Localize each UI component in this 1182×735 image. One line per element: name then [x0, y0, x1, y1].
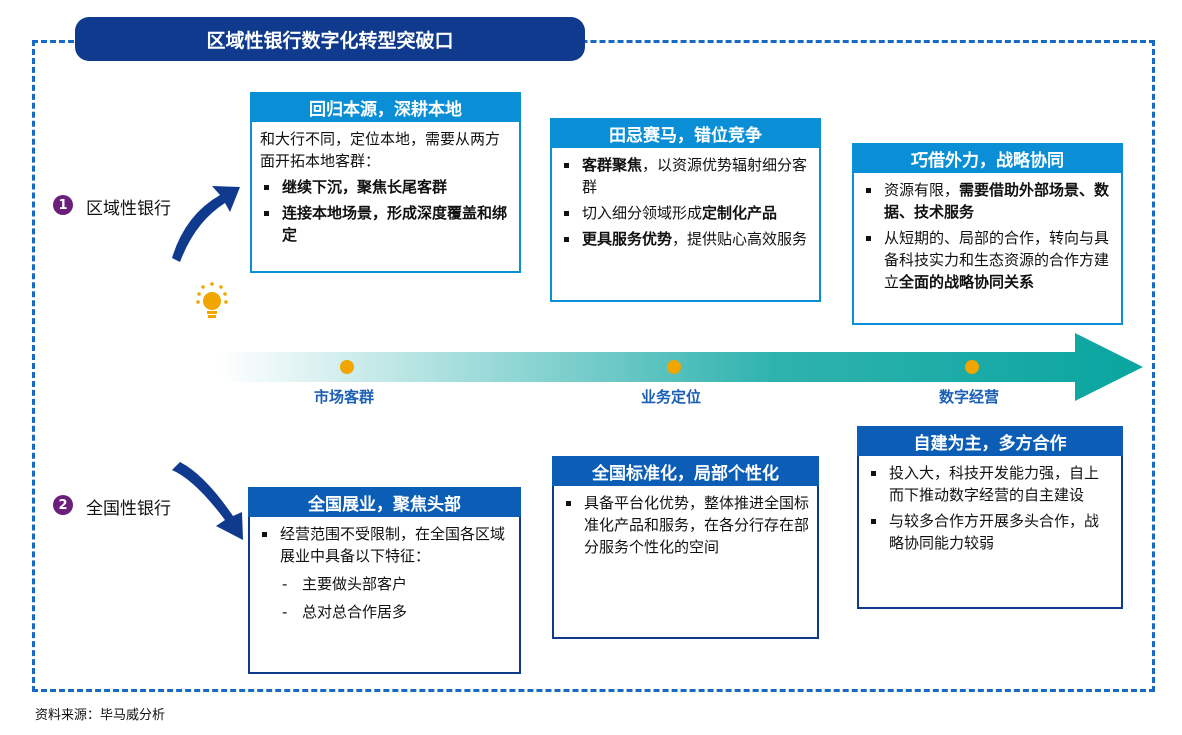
stage-label: 业务定位: [640, 388, 702, 406]
down-arrow-icon: [172, 462, 243, 540]
card-title: 田忌赛马，错位竞争: [550, 118, 821, 148]
bullet-text: 切入细分领域形成: [582, 204, 703, 222]
bullet-text: 与较多合作方开展多头合作，战略协同能力较弱: [867, 510, 1113, 554]
bullet-text: 继续下沉，聚焦长尾客群: [282, 178, 448, 196]
stage-label: 市场客群: [313, 388, 375, 406]
stage-label: 数字经营: [938, 388, 1000, 406]
source-note: 资料来源：毕马威分析: [35, 708, 166, 723]
national-card-3: 自建为主，多方合作 投入大，科技开发能力强，自上而下推动数字经营的自主建设 与较…: [857, 426, 1123, 609]
bullet-text: ，提供贴心高效服务: [672, 230, 808, 248]
stage-dot: [965, 360, 979, 374]
page-title: 区域性银行数字化转型突破口: [75, 17, 585, 61]
card-title: 全国标准化，局部个性化: [552, 456, 819, 486]
badge-2: 2: [53, 495, 73, 515]
bullet-text: 具备平台化优势，整体推进全国标准化产品和服务，在各分行存在部分服务个性化的空间: [562, 492, 809, 558]
regional-card-2: 田忌赛马，错位竞争 客群聚焦，以资源优势辐射细分客群 切入细分领域形成定制化产品…: [550, 118, 821, 302]
bullet-bold: 需要借助外部场景、数据、技术服务: [884, 181, 1110, 221]
card-intro: 和大行不同，定位本地，需要从两方面开拓本地客群：: [260, 130, 501, 170]
card-title: 回归本源，深耕本地: [250, 92, 521, 122]
bullet-bold: 客群聚焦: [582, 156, 643, 174]
badge-1: 1: [53, 195, 73, 215]
national-card-1: 全国展业，聚焦头部 经营范围不受限制，在全国各区域展业中具备以下特征： 主要做头…: [248, 487, 521, 674]
lightbulb-icon: [196, 282, 228, 318]
national-card-2: 全国标准化，局部个性化 具备平台化优势，整体推进全国标准化产品和服务，在各分行存…: [552, 456, 819, 639]
card-title: 自建为主，多方合作: [857, 426, 1123, 456]
timeline-arrow: [220, 333, 1143, 401]
stage-dot: [340, 360, 354, 374]
national-bank-label: 全国性银行: [86, 499, 171, 519]
regional-card-3: 巧借外力，战略协同 资源有限，需要借助外部场景、数据、技术服务 从短期的、局部的…: [852, 143, 1123, 325]
sub-item: 主要做头部客户: [258, 573, 511, 595]
regional-card-1: 回归本源，深耕本地 和大行不同，定位本地，需要从两方面开拓本地客群： 继续下沉，…: [250, 92, 521, 273]
bullet-text: 连接本地场景，形成深度覆盖和绑定: [282, 204, 508, 244]
bullet-bold: 定制化产品: [702, 204, 778, 222]
bullet-bold: 更具服务优势: [582, 230, 673, 248]
bullet-text: ，以资源优势辐射细分客群: [582, 156, 808, 196]
sub-item: 总对总合作居多: [258, 601, 511, 623]
card-title: 全国展业，聚焦头部: [248, 487, 521, 517]
bullet-text: 投入大，科技开发能力强，自上而下推动数字经营的自主建设: [867, 462, 1113, 506]
bullet-text: 资源有限，: [884, 181, 960, 199]
card-title: 巧借外力，战略协同: [852, 143, 1123, 173]
up-arrow-icon: [172, 186, 240, 262]
dashed-frame: [32, 40, 1155, 692]
stage-dot: [667, 360, 681, 374]
regional-bank-label: 区域性银行: [86, 199, 171, 219]
bullet-bold: 全面的战略协同关系: [899, 273, 1035, 291]
bullet-text: 经营范围不受限制，在全国各区域展业中具备以下特征：: [258, 523, 511, 567]
bullet-text: 从短期的、局部的合作，转向与具备科技实力和生态资源的合作方建立: [884, 229, 1110, 291]
